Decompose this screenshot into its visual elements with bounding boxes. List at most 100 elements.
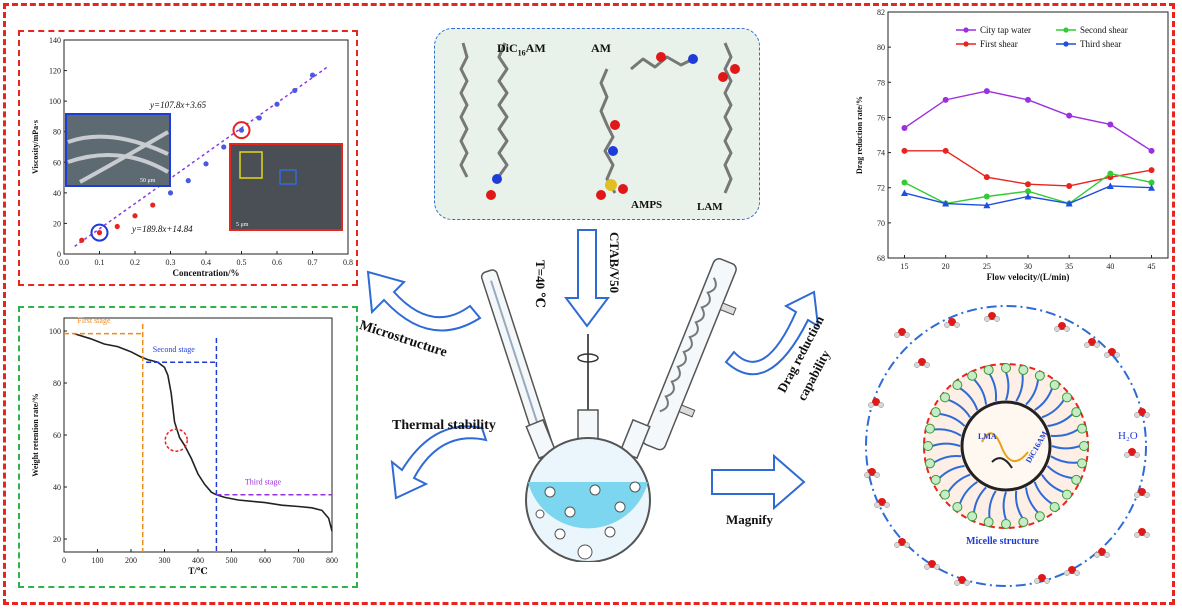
- water-oxygen: [958, 576, 966, 584]
- surfactant-head: [940, 392, 951, 403]
- water-hydrogen: [934, 564, 940, 570]
- data-point: [79, 237, 85, 243]
- y-tick-label: 60: [53, 158, 61, 167]
- molecule-drawings: [459, 42, 740, 200]
- y-tick-label: 80: [53, 379, 61, 388]
- series-point: [1065, 200, 1073, 207]
- surfactant-head: [983, 364, 994, 375]
- series-point: [1148, 179, 1155, 186]
- series-point: [942, 147, 949, 154]
- surfactant-head: [967, 511, 978, 522]
- data-point: [256, 115, 262, 121]
- y-tick-label: 40: [53, 189, 61, 198]
- water-hydrogen: [1124, 452, 1130, 458]
- series-point: [1106, 182, 1114, 189]
- x-tick-label: 0: [62, 556, 66, 565]
- x-tick-label: 500: [226, 556, 238, 565]
- x-tick-label: 800: [326, 556, 338, 565]
- sem-scale-high: 5 μm: [236, 222, 249, 228]
- surfactant-tail: [1025, 379, 1040, 406]
- water-hydrogen: [1134, 412, 1140, 418]
- y-tick-label: 20: [53, 219, 61, 228]
- surfactant-head: [1077, 423, 1088, 434]
- bubbles: [535, 481, 641, 560]
- sem-scale-low: 50 μm: [140, 178, 156, 184]
- sem-highlight-box: [239, 151, 263, 179]
- water-hydrogen: [1034, 578, 1040, 584]
- lma-label: LMA: [978, 432, 997, 441]
- x-axis-label: Flow velocity/(L/min): [987, 272, 1070, 282]
- water-oxygen: [1138, 408, 1146, 416]
- y-tick-label: 80: [53, 128, 61, 137]
- series-point: [1025, 96, 1031, 103]
- lam-label: LAM: [697, 201, 723, 213]
- water-hydrogen: [1064, 570, 1070, 576]
- x-tick-label: 30: [1024, 262, 1032, 271]
- surfactant-tails: [931, 371, 1081, 521]
- surfactant-tail: [1047, 413, 1074, 428]
- dic16am-chain-2: [495, 42, 509, 180]
- water-hydrogen: [1144, 492, 1150, 498]
- water-oxygen: [872, 398, 880, 406]
- series-point: [1107, 121, 1114, 128]
- monomer-structures-panel: DiC16AM AM AMPS LAM: [434, 28, 760, 220]
- water-hydrogen: [878, 402, 884, 408]
- water-hydrogen: [1104, 552, 1110, 558]
- surfactant-tail: [1041, 399, 1065, 419]
- data-point: [167, 190, 174, 196]
- series-point: [900, 189, 908, 196]
- condenser-tube: [641, 258, 737, 451]
- surfactant-tail: [1041, 474, 1065, 494]
- amps-label: AMPS: [631, 199, 663, 211]
- surfactant-tail: [1014, 490, 1024, 519]
- water-oxygen: [1108, 348, 1116, 356]
- water-hydrogen: [1144, 412, 1150, 418]
- y-tick-label: 20: [53, 535, 61, 544]
- surfactant-tail: [947, 473, 971, 493]
- surfactant-head: [983, 517, 994, 528]
- surfactant-head: [924, 423, 935, 434]
- surfactant-tail: [959, 387, 979, 411]
- water-hydrogen: [1104, 352, 1110, 358]
- water-hydrogen: [954, 322, 960, 328]
- legend-label: First shear: [980, 39, 1018, 49]
- series-point: [1148, 184, 1156, 191]
- series-point: [1025, 188, 1031, 195]
- surfactant-head: [923, 441, 933, 451]
- fit-equation-high: y=107.8x+3.65: [149, 100, 207, 110]
- water-hydrogen: [1074, 570, 1080, 576]
- y-tick-label: 0: [57, 250, 61, 259]
- surfactant-head: [967, 370, 978, 381]
- surfactant-tail: [1005, 371, 1010, 401]
- outer-frame: [3, 3, 1175, 605]
- water-hydrogen: [1084, 342, 1090, 348]
- stage-label-1: First stage: [77, 316, 111, 325]
- y-tick-label: 68: [877, 254, 885, 263]
- sem-inset-low: [65, 113, 171, 187]
- legend-marker: [963, 41, 969, 47]
- water-hydrogen: [894, 332, 900, 338]
- y-tick-label: 60: [53, 431, 61, 440]
- water-oxygen: [1088, 338, 1096, 346]
- y-tick-label: 140: [49, 36, 61, 45]
- water-hydrogen: [1044, 578, 1050, 584]
- highlight-circle-high: [232, 121, 251, 140]
- water-hydrogen: [1054, 326, 1060, 332]
- x-tick-label: 200: [125, 556, 137, 565]
- water-hydrogen: [914, 362, 920, 368]
- data-point: [221, 144, 227, 150]
- series-point: [942, 200, 950, 207]
- am-label: AM: [591, 41, 611, 55]
- water-oxygen: [878, 498, 886, 506]
- fit-equation-low: y=189.8x+14.84: [131, 224, 193, 234]
- legend-marker: [963, 27, 969, 33]
- water-hydrogen: [1094, 342, 1100, 348]
- sem-inset-high: [229, 143, 343, 231]
- water-hydrogen: [1144, 532, 1150, 538]
- surfactant-head: [1034, 511, 1045, 522]
- legend-marker: [1063, 27, 1069, 33]
- series-point: [1066, 112, 1073, 119]
- surfactant-head: [940, 489, 951, 500]
